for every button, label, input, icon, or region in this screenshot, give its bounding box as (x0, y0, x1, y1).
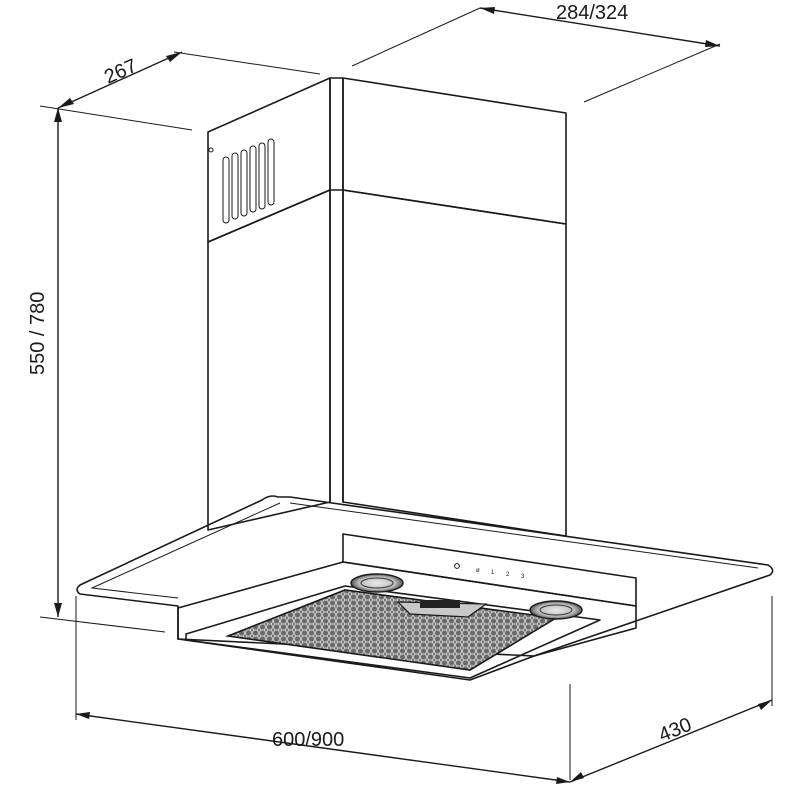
dim-line-width (75, 713, 571, 783)
dim-label-height: 550 / 780 (27, 292, 49, 375)
dimension-lines (39, 7, 773, 784)
dimension-labels: 267 284/324 550 / 780 600/900 430 (27, 2, 695, 751)
dim-label-depth: 430 (656, 714, 695, 747)
control-panel: ø 1 2 3 (454, 563, 525, 580)
upper-duct-left-face (207, 77, 331, 243)
dim-label-width: 600/900 (272, 729, 344, 751)
speed-2-label: 2 (506, 572, 510, 578)
upper-duct-front (329, 77, 344, 191)
light-icon: ø (476, 568, 480, 574)
screw-icon (208, 147, 214, 153)
dim-label-chimney-width: 284/324 (556, 2, 628, 24)
dim-line-284-324 (479, 7, 721, 47)
dim-line-267 (57, 51, 183, 109)
canopy-inner-edge (90, 502, 759, 599)
lower-duct-left-face (207, 189, 331, 531)
power-icon (454, 563, 460, 569)
recess (185, 585, 601, 679)
speed-1-label: 1 (491, 570, 495, 576)
glass-canopy (76, 495, 774, 657)
canopy-outline (76, 495, 774, 657)
dim-line-depth (569, 699, 773, 783)
vent-slots (222, 138, 275, 224)
hood-body (177, 533, 637, 681)
upper-duct-right-face (342, 77, 567, 225)
grease-filter (224, 589, 559, 671)
dim-label-chimney-depth: 267 (101, 55, 140, 89)
lamp-right-icon (529, 600, 583, 620)
speed-3-label: 3 (521, 574, 525, 580)
lamp-left-icon (350, 573, 404, 593)
chimney (207, 77, 567, 537)
lower-duct-right-face (342, 189, 567, 537)
